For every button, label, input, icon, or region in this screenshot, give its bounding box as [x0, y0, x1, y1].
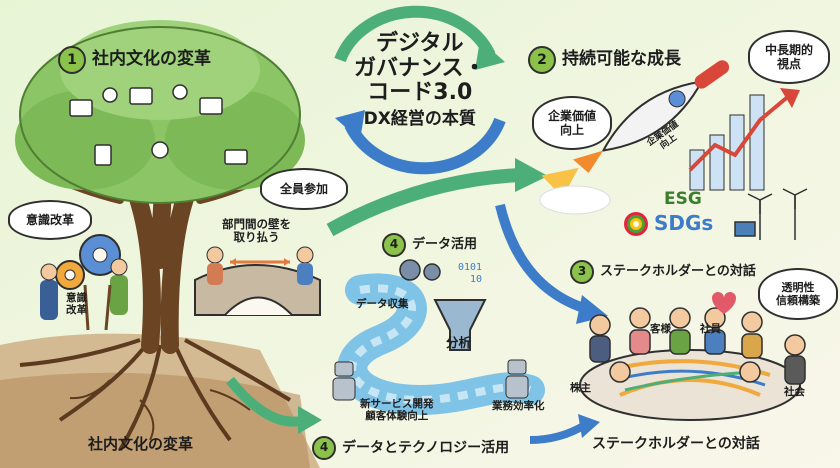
bubble-awareness: 意識改革: [8, 200, 92, 240]
new-service-label: 新サービス開発 顧客体験向上: [360, 398, 434, 422]
section-culture: 1 社内文化の変革: [58, 46, 211, 74]
section-number: 2: [528, 46, 556, 74]
caption-culture: 社内文化の変革: [88, 436, 193, 453]
svg-text:10: 10: [470, 274, 482, 285]
esg-label: ESG: [664, 190, 702, 210]
employee-label: 社員: [700, 323, 721, 335]
bubble-transparency: 透明性信頼構築: [758, 268, 838, 320]
center-title-line1: デジタル: [354, 32, 486, 57]
center-title: デジタル ガバナンス・ コード3.0 DX経営の本質: [354, 32, 486, 129]
bubble-all-participation: 全員参加: [260, 168, 348, 210]
efficiency-label: 業務効率化: [492, 400, 545, 412]
section-datatech: 4 データとテクノロジー活用: [312, 436, 509, 460]
section-title: データとテクノロジー活用: [342, 440, 509, 456]
new-service-text: 顧客体験向上: [360, 410, 434, 422]
data-collect-label: データ収集: [356, 298, 409, 310]
bubble-text: 信頼構築: [776, 294, 820, 307]
section-number: 1: [58, 46, 86, 74]
section-number: 3: [570, 260, 594, 284]
bubble-text: 視点: [765, 57, 813, 71]
section-stakeholder: 3 ステークホルダーとの対話: [570, 260, 756, 284]
bubble-midlong: 中長期的視点: [748, 30, 830, 84]
bubble-text: 向上: [548, 123, 596, 137]
caption-stakeholder: ステークホルダーとの対話: [592, 436, 760, 452]
center-subtitle: DX経営の本質: [354, 110, 486, 129]
bubble-text: 企業価値: [548, 109, 596, 123]
section-growth: 2 持続可能な成長: [528, 46, 681, 74]
sdgs-label: SDGs: [654, 212, 713, 235]
section-number: 4: [382, 233, 406, 257]
center-title-line2: ガバナンス・: [354, 57, 486, 82]
dept-wall-label: 部門間の壁を 取り払う: [222, 218, 291, 244]
section-title: 社内文化の変革: [92, 50, 211, 70]
customer-label: 客様: [650, 323, 671, 335]
awareness-sign: 意識 改革: [66, 292, 87, 316]
section-data: 4 データ活用: [382, 233, 477, 257]
section-title: 持続可能な成長: [562, 50, 681, 70]
sdg-wheel-icon: [624, 212, 648, 236]
dept-wall-text: 取り払う: [222, 231, 291, 244]
analysis-label: 分析: [446, 336, 471, 350]
center-title-line3: コード3.0: [354, 81, 486, 106]
society-label: 社会: [784, 386, 805, 398]
section-title: ステークホルダーとの対話: [600, 265, 756, 280]
shareholder-label: 株主: [570, 382, 591, 394]
bubble-text: 中長期的: [765, 43, 813, 57]
bubble-text: 透明性: [776, 281, 820, 294]
sign-text: 改革: [66, 304, 87, 316]
new-service-text: 新サービス開発: [360, 398, 434, 410]
bubble-corporate-value: 企業価値向上: [532, 96, 612, 150]
section-number: 4: [312, 436, 336, 460]
svg-text:0101: 0101: [458, 262, 482, 273]
sign-text: 意識: [66, 292, 87, 304]
section-title: データ活用: [412, 238, 477, 253]
